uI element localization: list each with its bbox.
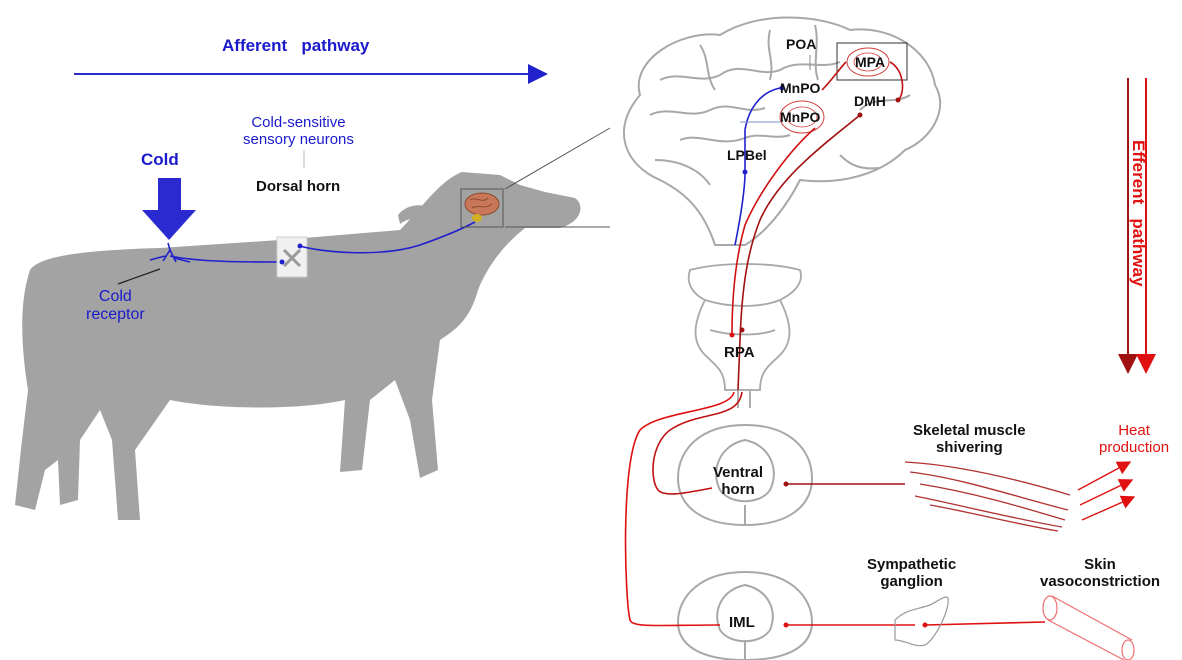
skeletal-muscle-label: Skeletal muscle shivering — [913, 422, 1026, 457]
mnpo-lower-label: MnPO — [780, 109, 820, 125]
ventral-horn-label: Ventral horn — [713, 464, 763, 499]
efferent-pathway-label: Efferent pathway — [1128, 140, 1148, 286]
sympathetic-ganglion-label: Sympathetic ganglion — [867, 556, 956, 591]
rpa-label: RPA — [724, 344, 755, 361]
poa-label: POA — [786, 36, 816, 52]
heat-production-label: Heat production — [1099, 422, 1169, 457]
lpbel-label: LPBel — [727, 147, 767, 163]
skin-vasoconstriction-label: Skin vasoconstriction — [1040, 556, 1160, 591]
cold-label: Cold — [141, 150, 179, 170]
brain-icon — [465, 193, 499, 215]
iml-label: IML — [729, 614, 755, 631]
efferent-paths — [626, 62, 1045, 626]
dorsal-horn-label: Dorsal horn — [256, 178, 340, 195]
mpa-label: MPA — [855, 54, 885, 70]
blood-vessel-icon — [1043, 596, 1134, 660]
skeletal-muscle-icon — [905, 462, 1070, 531]
mnpo-upper-label: MnPO — [780, 80, 820, 96]
cold-arrow-icon — [142, 178, 196, 240]
sympathetic-ganglion-icon — [895, 597, 948, 646]
buffalo-silhouette — [15, 172, 580, 520]
cold-sensitive-neurons-label: Cold-sensitive sensory neurons — [243, 114, 354, 149]
cold-receptor-label: Cold receptor — [86, 288, 145, 325]
dmh-label: DMH — [854, 93, 886, 109]
zoom-line-upper — [505, 128, 610, 189]
brain-outline — [624, 18, 940, 246]
afferent-pathway-label: Afferent pathway — [222, 36, 369, 56]
heat-arrows — [1078, 462, 1134, 520]
